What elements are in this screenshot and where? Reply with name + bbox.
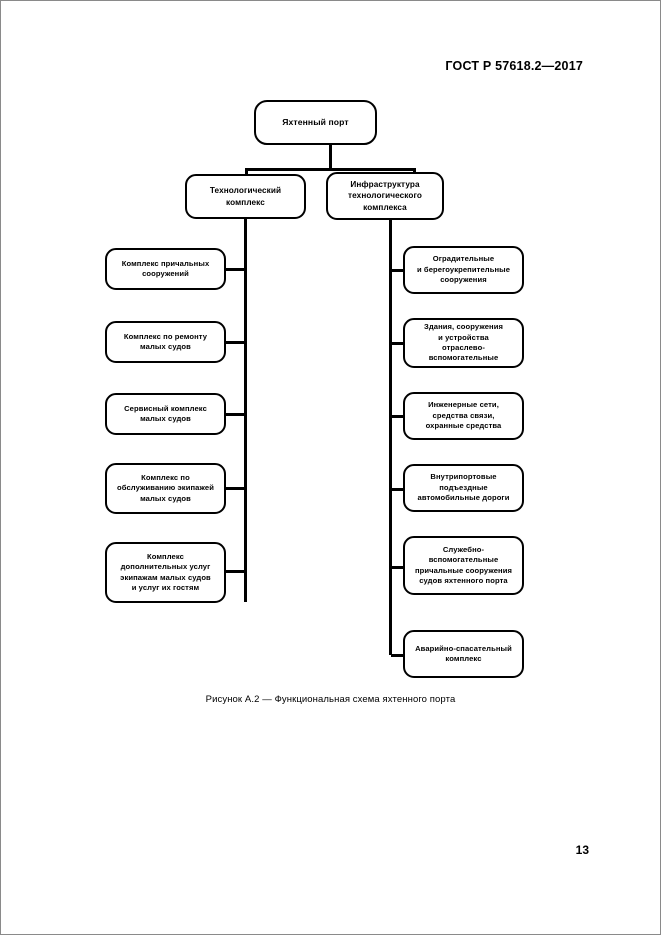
node-right-child-3: Инженерные сети, средства связи, охранны… [403,392,524,440]
connector-right-trunk [389,218,392,655]
standard-header: ГОСТ Р 57618.2—2017 [445,59,583,73]
node-right-child-5: Служебно- вспомогательные причальные соо… [403,536,524,595]
node-left-child-5: Комплекс дополнительных услуг экипажам м… [105,542,226,603]
node-root-label: Яхтенный порт [282,116,349,127]
connector-left-trunk [244,218,247,602]
figure-caption: Рисунок А.2 — Функциональная схема яхтен… [205,694,456,705]
node-branch-technological-complex: Технологический комплекс [185,174,306,219]
node-right-child-2: Здания, сооружения и устройства отраслев… [403,318,524,368]
node-left-child-2-label: Комплекс по ремонту малых судов [123,331,208,351]
node-branch-infrastructure-label: Инфраструктура технологического комплекс… [348,180,422,212]
connector-right-stub-6 [391,654,404,657]
connector-left-stub-3 [225,413,246,416]
node-left-child-5-label: Комплекс дополнительных услуг экипажам м… [120,551,211,592]
connector-left-stub-4 [225,487,246,490]
node-right-child-4: Внутрипортовые подъездные автомобильные … [403,464,524,512]
node-right-child-3-label: Инженерные сети, средства связи, охранны… [425,400,502,431]
node-left-child-4-label: Комплекс по обслуживанию экипажей малых … [117,472,214,503]
node-right-child-6-label: Аварийно-спасательный комплекс [415,643,512,663]
node-root: Яхтенный порт [254,100,377,145]
node-right-child-1: Оградительные и берегоукрепительные соор… [403,246,524,294]
node-branch-infrastructure: Инфраструктура технологического комплекс… [326,172,444,220]
connector-left-stub-5 [225,570,246,573]
connector-root-bus [245,168,416,171]
node-right-child-5-label: Служебно- вспомогательные причальные соо… [414,544,513,585]
connector-right-stub-1 [391,269,404,272]
node-branch-technological-complex-label: Технологический комплекс [209,186,282,207]
connector-right-stub-4 [391,488,404,491]
node-left-child-2: Комплекс по ремонту малых судов [105,321,226,363]
connector-left-stub-2 [225,341,246,344]
node-left-child-4: Комплекс по обслуживанию экипажей малых … [105,463,226,514]
node-right-child-6: Аварийно-спасательный комплекс [403,630,524,678]
page-number: 13 [575,843,589,857]
node-right-child-2-label: Здания, сооружения и устройства отраслев… [423,322,504,363]
functional-scheme-diagram: Яхтенный порт Технологический комплекс И… [105,100,524,678]
connector-root-stem [329,144,332,170]
node-right-child-1-label: Оградительные и берегоукрепительные соор… [416,254,511,285]
node-left-child-3-label: Сервисный комплекс малых судов [124,403,207,423]
connector-right-stub-5 [391,566,404,569]
node-left-child-3: Сервисный комплекс малых судов [105,393,226,435]
node-left-child-1: Комплекс причальных сооружений [105,248,226,290]
node-left-child-1-label: Комплекс причальных сооружений [121,258,210,278]
connector-left-stub-1 [225,268,246,271]
node-right-child-4-label: Внутрипортовые подъездные автомобильные … [417,472,510,503]
connector-right-stub-3 [391,415,404,418]
connector-right-stub-2 [391,342,404,345]
